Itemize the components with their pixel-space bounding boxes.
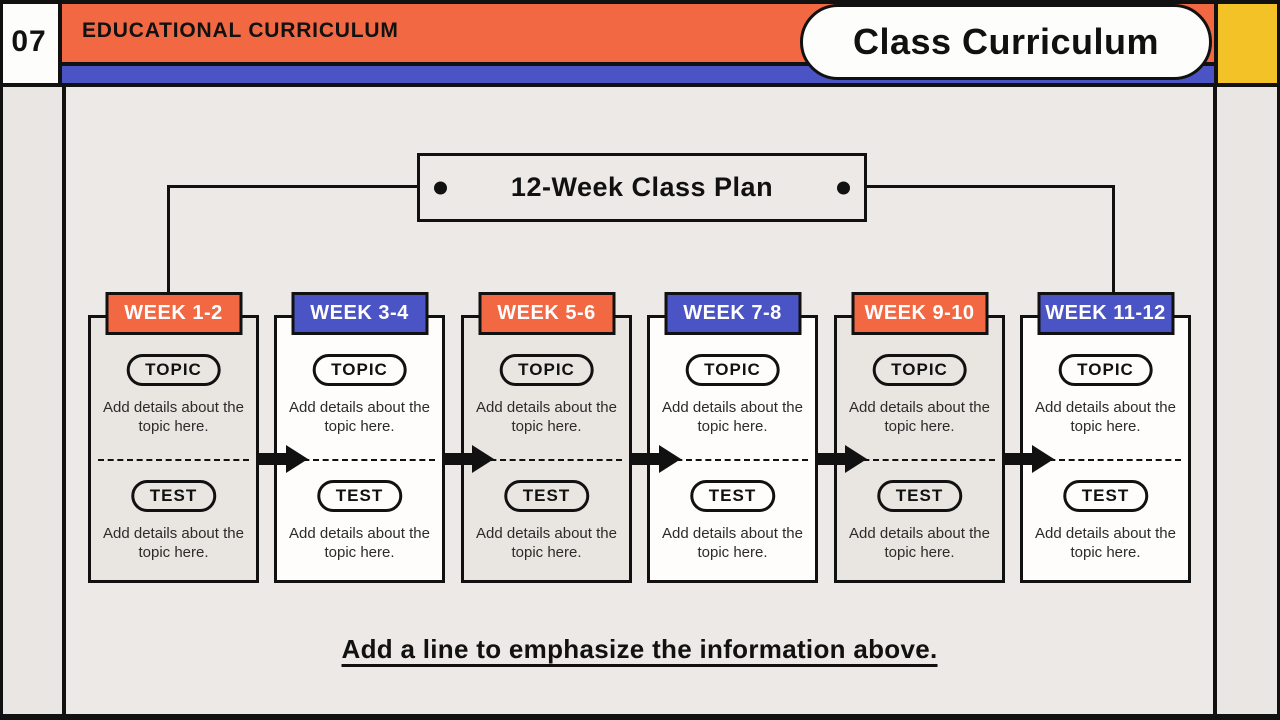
banner-title: EDUCATIONAL CURRICULUM [82, 19, 399, 42]
plan-title-box: 12-Week Class Plan [417, 153, 867, 222]
week-label: WEEK 1-2 [124, 302, 223, 324]
test-description: Add details about the topic here. [103, 525, 244, 561]
topic-pill: TOPIC [499, 354, 594, 386]
flow-arrow-icon [442, 445, 494, 473]
slide-border-top [0, 0, 1280, 4]
bullet-dot-left [434, 181, 447, 194]
test-description: Add details about the topic here. [1035, 525, 1176, 561]
week-card-body: TOPIC Add details about the topic here. … [88, 315, 259, 583]
test-pill: TEST [876, 480, 963, 512]
plan-title: 12-Week Class Plan [510, 172, 774, 202]
week-card-3: TOPIC Add details about the topic here. … [461, 292, 632, 583]
week-card-body: TOPIC Add details about the topic here. … [1020, 315, 1191, 583]
week-card-4: TOPIC Add details about the topic here. … [647, 292, 818, 583]
slide-border-bottom [0, 714, 1280, 720]
flow-arrow-icon [256, 445, 308, 473]
test-description: Add details about the topic here. [662, 525, 803, 561]
test-label: TEST [708, 486, 757, 505]
dashed-divider [98, 459, 249, 461]
dashed-divider [844, 459, 995, 461]
topic-description: Add details about the topic here. [1035, 399, 1176, 435]
slide-border-right [1277, 0, 1280, 720]
test-label: TEST [895, 486, 944, 505]
slide-title: Class Curriculum [852, 21, 1160, 62]
week-label: WEEK 7-8 [683, 302, 782, 324]
footer-note: Add a line to emphasize the information … [66, 634, 1213, 665]
connector-line-left-vertical [167, 185, 170, 295]
topic-label: TOPIC [331, 360, 388, 379]
topic-label: TOPIC [704, 360, 761, 379]
week-header: WEEK 9-10 [851, 292, 988, 335]
test-description: Add details about the topic here. [476, 525, 617, 561]
topic-description: Add details about the topic here. [476, 399, 617, 435]
week-header: WEEK 7-8 [664, 292, 801, 335]
test-description: Add details about the topic here. [289, 525, 430, 561]
week-header: WEEK 1-2 [105, 292, 242, 335]
topic-pill: TOPIC [685, 354, 780, 386]
week-card-2: TOPIC Add details about the topic here. … [274, 292, 445, 583]
dashed-divider [471, 459, 622, 461]
topic-pill: TOPIC [872, 354, 967, 386]
test-pill: TEST [316, 480, 403, 512]
test-label: TEST [149, 486, 198, 505]
dashed-divider [657, 459, 808, 461]
topic-label: TOPIC [518, 360, 575, 379]
dashed-divider [1030, 459, 1181, 461]
connector-line-right-horizontal [865, 185, 1115, 188]
topic-pill: TOPIC [312, 354, 407, 386]
topic-pill: TOPIC [126, 354, 221, 386]
dashed-divider [284, 459, 435, 461]
week-header: WEEK 5-6 [478, 292, 615, 335]
topic-label: TOPIC [145, 360, 202, 379]
topic-description: Add details about the topic here. [849, 399, 990, 435]
connector-line-right-vertical [1112, 185, 1115, 295]
week-label: WEEK 11-12 [1045, 302, 1166, 324]
week-header: WEEK 3-4 [291, 292, 428, 335]
topic-pill: TOPIC [1058, 354, 1153, 386]
page-number-box: 07 [0, 0, 62, 83]
bullet-dot-right [837, 181, 850, 194]
flow-arrow-icon [1002, 445, 1054, 473]
week-card-6: TOPIC Add details about the topic here. … [1020, 292, 1191, 583]
footer-note-text: Add a line to emphasize the information … [341, 634, 938, 664]
week-label: WEEK 9-10 [864, 302, 975, 324]
connector-line-left-horizontal [167, 185, 417, 188]
topic-description: Add details about the topic here. [103, 399, 244, 435]
test-pill: TEST [689, 480, 776, 512]
test-pill: TEST [503, 480, 590, 512]
test-description: Add details about the topic here. [849, 525, 990, 561]
test-pill: TEST [130, 480, 217, 512]
week-header: WEEK 11-12 [1037, 292, 1174, 335]
test-label: TEST [1081, 486, 1130, 505]
yellow-accent-box [1214, 0, 1280, 83]
topic-description: Add details about the topic here. [289, 399, 430, 435]
page-number: 07 [11, 24, 47, 58]
week-label: WEEK 3-4 [310, 302, 409, 324]
flow-arrow-icon [815, 445, 867, 473]
test-label: TEST [335, 486, 384, 505]
slide-title-pill: Class Curriculum [800, 4, 1212, 80]
test-pill: TEST [1062, 480, 1149, 512]
slide-border-left [0, 0, 3, 720]
week-card-5: TOPIC Add details about the topic here. … [834, 292, 1005, 583]
week-card-body: TOPIC Add details about the topic here. … [274, 315, 445, 583]
flow-arrow-icon [629, 445, 681, 473]
week-card-1: TOPIC Add details about the topic here. … [88, 292, 259, 583]
test-label: TEST [522, 486, 571, 505]
topic-description: Add details about the topic here. [662, 399, 803, 435]
week-label: WEEK 5-6 [497, 302, 596, 324]
topic-label: TOPIC [1077, 360, 1134, 379]
topic-label: TOPIC [891, 360, 948, 379]
